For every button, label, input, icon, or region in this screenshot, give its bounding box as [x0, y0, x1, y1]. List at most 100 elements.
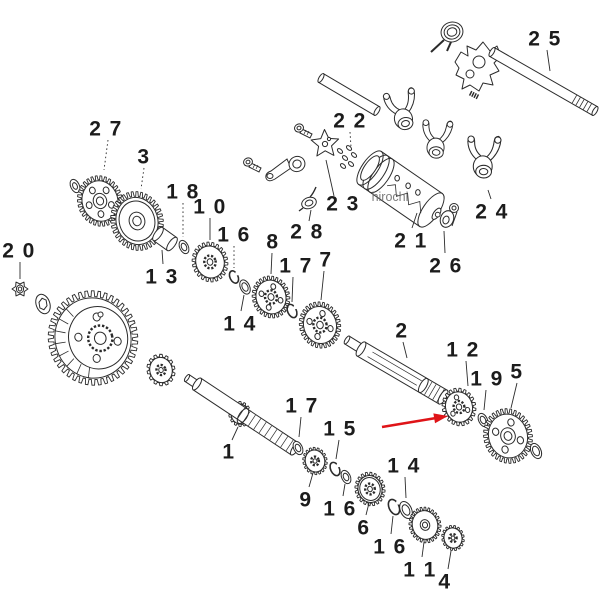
gear-8	[251, 275, 291, 319]
part-number-8: 8	[266, 231, 281, 254]
part-number-27: 2 7	[89, 118, 125, 141]
part-number-19: 1 9	[470, 368, 506, 391]
primary-pinion	[146, 353, 176, 387]
part-number-label: 1 7	[285, 395, 321, 438]
fork-shaft-rod	[317, 73, 381, 116]
washer-18	[178, 239, 190, 255]
part-number-16: 1 6	[323, 498, 359, 521]
part-number-label: 1 1	[403, 541, 439, 582]
part-number-28: 2 8	[290, 221, 326, 244]
lock-nut-20	[11, 281, 29, 297]
part-number-14: 1 4	[223, 313, 259, 336]
part-number-label: 2 2	[333, 110, 369, 148]
part-number-label: 6	[357, 502, 372, 540]
part-number-18: 1 8	[166, 181, 202, 204]
part-number-label: 9	[299, 472, 314, 512]
snap-ring-16	[387, 498, 401, 516]
gear-3	[110, 191, 164, 251]
part-number-label: 1 4	[223, 294, 259, 336]
shift-drum-21	[356, 150, 445, 228]
part-number-label: 1 0	[193, 196, 229, 240]
mainshaft-1	[183, 374, 301, 456]
shift-arm	[265, 155, 306, 182]
part-number-1: 1	[222, 441, 237, 464]
part-number-15: 1 5	[323, 418, 359, 441]
gear-5	[483, 408, 533, 464]
part-number-6: 6	[357, 517, 372, 540]
part-number-label: 1 5	[323, 418, 359, 460]
part-number-10: 1 0	[193, 196, 229, 219]
gear-12	[441, 387, 477, 427]
cam-plate-23	[310, 129, 340, 157]
part-number-2: 2	[395, 320, 410, 343]
part-number-4: 4	[438, 571, 453, 594]
part-number-label: 7	[319, 249, 334, 301]
cylinder	[355, 341, 449, 405]
gear-4	[441, 524, 465, 552]
part-number-25: 2 5	[528, 28, 564, 51]
part-number-label: 2 5	[528, 28, 564, 72]
part-number-label: 1	[222, 426, 239, 464]
part-number-9: 9	[299, 489, 314, 512]
gear-11	[408, 506, 442, 544]
part-number-label: 3	[137, 146, 152, 190]
part-number-5: 5	[510, 361, 525, 384]
part-number-16: 1 6	[217, 224, 253, 247]
gear-9	[302, 446, 328, 476]
washer-14	[399, 501, 413, 519]
drum-stopper-26	[439, 203, 459, 228]
part-number-24: 2 4	[475, 201, 511, 224]
part-number-17: 1 7	[279, 255, 315, 278]
washer-19	[477, 412, 489, 428]
part-number-label: 1 2	[446, 339, 478, 387]
part-number-label: 8	[266, 231, 281, 275]
red-arrow-line	[381, 416, 437, 429]
snap-ring-16	[228, 270, 240, 284]
part-number-13: 1 3	[145, 266, 181, 289]
arrow-layer	[381, 413, 448, 429]
shift-fork	[422, 119, 454, 159]
watermark: hirochi	[372, 190, 409, 204]
bolt	[294, 123, 313, 139]
part-number-22: 2 2	[333, 110, 369, 133]
part-number-label: 1 3	[145, 249, 181, 289]
spring-28	[298, 186, 317, 212]
part-number-3: 3	[137, 146, 152, 169]
part-number-label: 5	[510, 361, 525, 409]
lock-washer	[35, 293, 51, 315]
part-number-label: 1 9	[470, 368, 506, 411]
countershaft-2	[343, 335, 449, 405]
clutch-outer	[47, 290, 139, 386]
part-number-label: 2 4	[475, 189, 511, 224]
return-spring	[430, 21, 464, 53]
part-number-label: 1 6	[323, 483, 359, 521]
part-number-label: 1 4	[387, 455, 419, 499]
shift-fork-24	[467, 135, 502, 179]
part-number-17: 1 7	[285, 395, 321, 418]
shift-fork	[382, 87, 416, 131]
spline-washer-16	[340, 469, 352, 485]
part-number-21: 2 1	[394, 230, 430, 253]
part-number-label: 2 3	[325, 159, 358, 216]
part-number-label: 1 6	[217, 224, 253, 268]
gear-27	[76, 175, 124, 227]
washer	[69, 178, 81, 194]
part-number-20: 2 0	[2, 240, 38, 263]
part-number-label: 2	[395, 320, 410, 359]
red-arrow-head	[433, 413, 448, 424]
part-number-16: 1 6	[373, 536, 409, 559]
part-number-11: 1 1	[403, 559, 439, 582]
part-number-label: 2 7	[89, 118, 125, 171]
pins-22	[336, 145, 358, 169]
bolt	[243, 157, 262, 173]
gear-10	[191, 241, 229, 283]
part-number-label: 2 0	[2, 240, 38, 279]
part-number-label: 1 7	[279, 255, 315, 303]
gear-6	[354, 471, 386, 507]
washer-17	[292, 440, 304, 456]
part-number-7: 7	[319, 249, 334, 272]
snap-ring-15	[329, 461, 341, 477]
gear-7	[298, 301, 342, 349]
